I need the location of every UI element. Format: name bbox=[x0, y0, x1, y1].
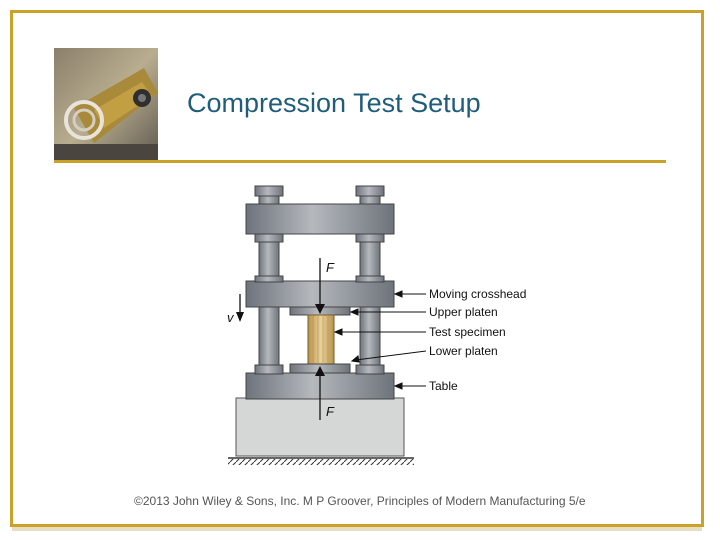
title-divider bbox=[54, 160, 666, 163]
copyright-footer: ©2013 John Wiley & Sons, Inc. M P Groove… bbox=[134, 494, 586, 508]
test-specimen bbox=[307, 314, 335, 365]
ground-hatch bbox=[228, 459, 414, 465]
force-label-top: F bbox=[326, 260, 335, 275]
label-table: Table bbox=[429, 379, 458, 393]
machined-part-photo bbox=[54, 48, 158, 160]
fixed-crosshead bbox=[245, 203, 395, 235]
label-test-specimen: Test specimen bbox=[429, 325, 506, 339]
compression-test-diagram: F F v Moving crosshead Upper platen Test… bbox=[227, 185, 526, 465]
label-lower-platen: Lower platen bbox=[429, 344, 498, 358]
slide-frame bbox=[10, 10, 704, 531]
velocity-label: v bbox=[227, 310, 235, 325]
label-upper-platen: Upper platen bbox=[429, 305, 498, 319]
force-label-bottom: F bbox=[326, 404, 335, 419]
label-moving-crosshead: Moving crosshead bbox=[429, 287, 526, 301]
slide-title: Compression Test Setup bbox=[187, 88, 481, 118]
